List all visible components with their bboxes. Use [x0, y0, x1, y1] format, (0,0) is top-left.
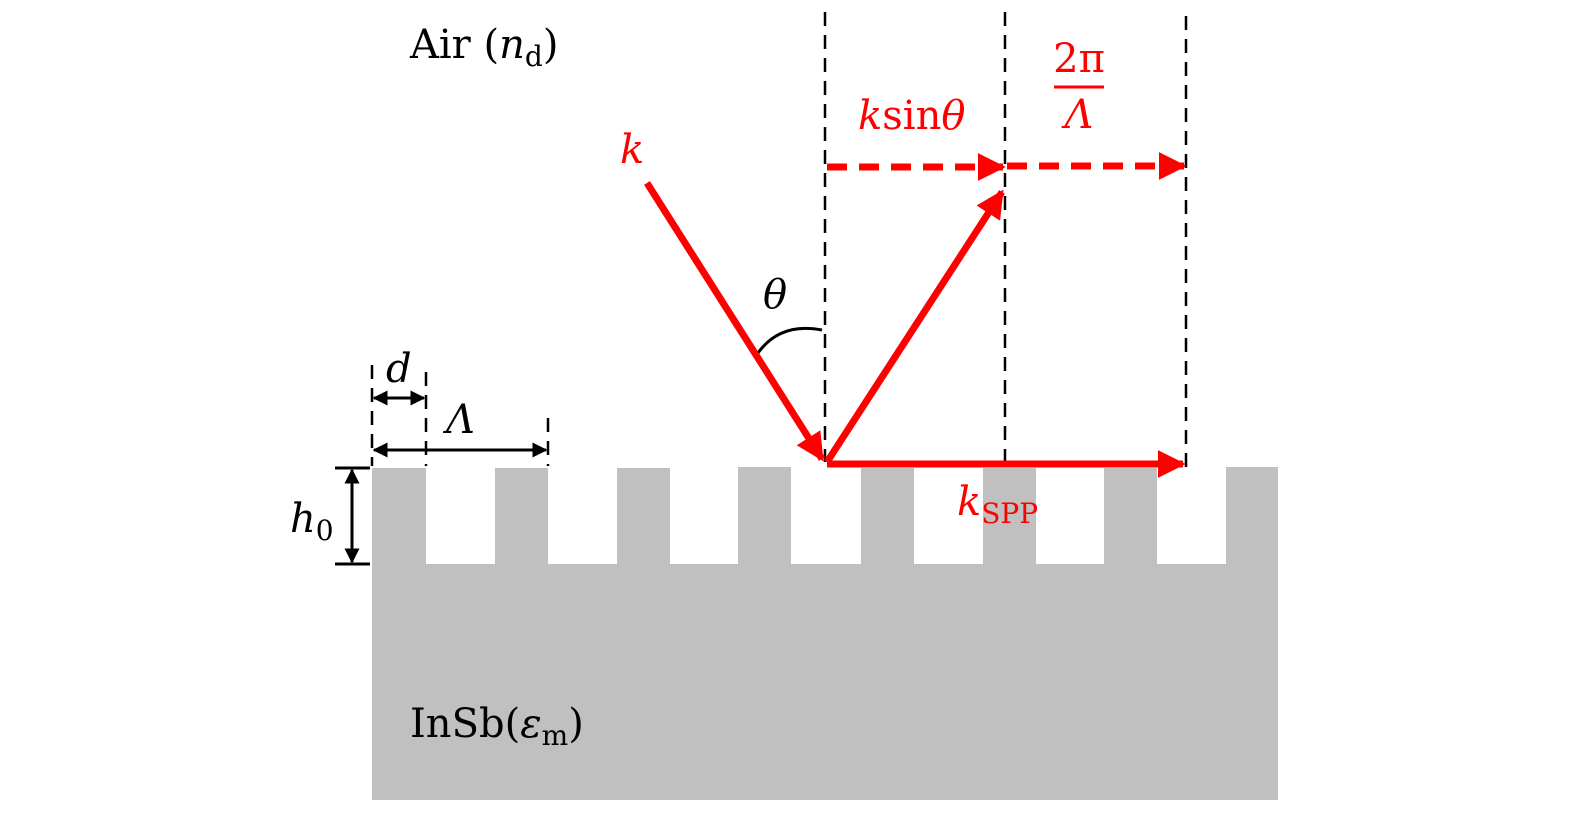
fraction-denominator: Λ: [1061, 92, 1094, 138]
normal-guide-lines: [370, 12, 1188, 470]
kspp-label: kSPP: [957, 479, 1038, 530]
diffracted-wave-vector: [824, 189, 1005, 464]
k-label: k: [620, 127, 644, 173]
h0-label: h0: [290, 496, 334, 547]
period-label: Λ: [442, 397, 475, 443]
air-label: Air (nd): [409, 22, 558, 73]
theta-label: θ: [763, 272, 787, 318]
d-label: d: [386, 346, 412, 392]
insb-label: InSb(εm): [410, 701, 584, 752]
ksin-theta-label: ksinθ: [858, 93, 965, 139]
fraction-numerator: 2π: [1053, 36, 1105, 82]
incident-wave-vector: [644, 181, 825, 462]
theta-angle-arc: [756, 326, 823, 354]
insb-grating-substrate: [372, 467, 1278, 800]
